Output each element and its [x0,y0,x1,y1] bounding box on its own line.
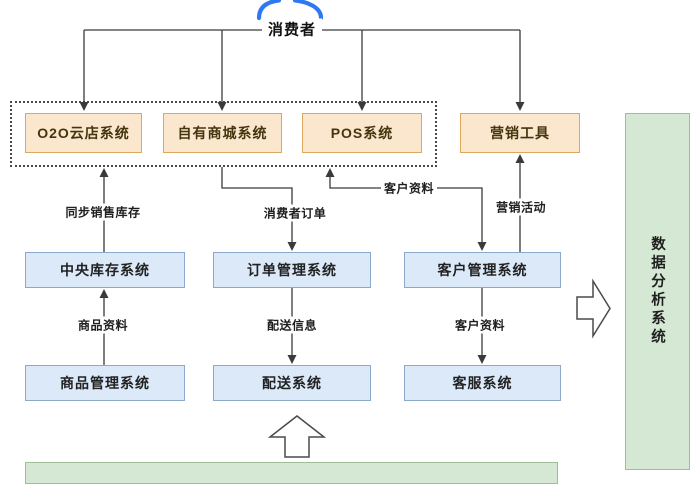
block-arrow-up-icon [267,415,327,458]
bottom-green-band [25,462,558,484]
consumer-person-icon [256,0,324,21]
node-o2o-cloud-store-system: O2O云店系统 [25,113,142,153]
arrowhead-up-product-data [99,289,109,298]
diagram-canvas: { "nodes": { "consumer": "消费者", "o2o": "… [10,0,690,484]
node-order-management-system: 订单管理系统 [213,252,371,288]
arrowhead-up-marketing [515,154,525,163]
edge-label-customer-data-bottom: 客户资料 [451,316,509,334]
edge-label-delivery-info: 配送信息 [263,316,321,334]
block-arrow-right-icon [576,278,611,339]
edge-label-marketing-activity: 营销活动 [492,198,550,216]
node-product-management-system: 商品管理系统 [25,365,185,401]
node-own-mall-system: 自有商城系统 [163,113,282,153]
edge-label-consumer-order: 消费者订单 [260,204,330,222]
arrowhead-down-order [287,242,297,251]
edge-label-customer-data-top: 客户资料 [380,179,438,197]
arrowhead-up-sync [99,168,109,177]
arrowhead-up-customer-data [325,168,335,177]
node-central-inventory-system: 中央库存系统 [25,252,185,288]
node-delivery-system: 配送系统 [213,365,371,401]
consumer-label: 消费者 [261,18,323,40]
arrowhead-down-crm [477,242,487,251]
node-pos-system: POS系统 [302,113,422,153]
node-customer-management-system: 客户管理系统 [404,252,561,288]
node-marketing-tools: 营销工具 [460,113,580,153]
arrowhead-down-delivery [287,355,297,364]
node-data-analysis-system: 数据分析系统 [625,113,690,470]
edge-label-product-data: 商品资料 [74,316,132,334]
arrowhead-down-service [477,355,487,364]
arrowhead-down-marketing [515,102,525,111]
node-customer-service-system: 客服系统 [404,365,561,401]
edge-label-sync-sales-inventory: 同步销售库存 [62,203,144,221]
